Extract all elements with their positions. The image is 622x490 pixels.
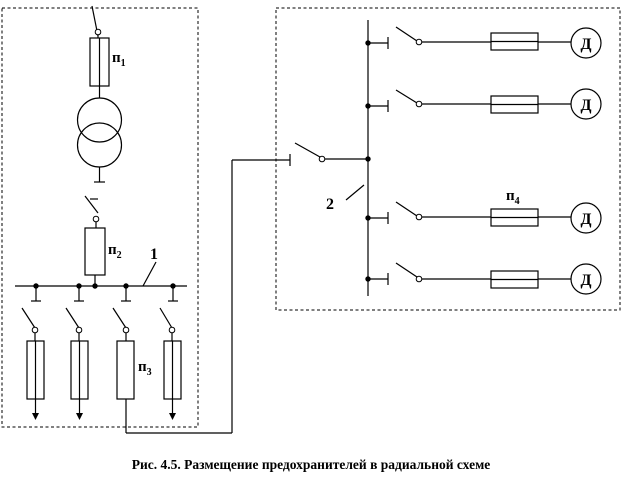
busbar-2-label: 2 bbox=[326, 196, 334, 213]
incoming-feeder bbox=[84, 195, 106, 286]
motor-branch-3: Д bbox=[368, 201, 602, 234]
right-distribution-border bbox=[275, 7, 621, 311]
motor-4 bbox=[570, 263, 602, 295]
figure-caption: Рис. 4.5. Размещение предохранителей в р… bbox=[132, 457, 491, 472]
motor-1-label: Д bbox=[580, 36, 591, 53]
outgoing-feeder-2 bbox=[65, 286, 89, 420]
motor-3-label: Д bbox=[580, 211, 591, 228]
transformer-secondary-winding bbox=[76, 122, 123, 168]
outgoing-feeder-4 bbox=[159, 286, 182, 420]
transformer-feeder bbox=[76, 5, 123, 183]
motor-branch-1: Д bbox=[368, 26, 602, 59]
fuse-p2-label: п2 bbox=[108, 242, 122, 261]
motor-4-label: Д bbox=[580, 272, 591, 289]
outgoing-feeder-3 bbox=[112, 286, 232, 434]
fuse-p3-label: п3 bbox=[138, 359, 152, 378]
motor-branch-2: Д bbox=[368, 88, 602, 120]
motor-3 bbox=[570, 202, 602, 234]
outgoing-feeder-1 bbox=[21, 286, 45, 420]
fuse-p1-label: п1 bbox=[112, 50, 126, 69]
motor-2 bbox=[570, 88, 602, 120]
motor-2-label: Д bbox=[580, 97, 591, 114]
left-switchboard-border bbox=[1, 7, 199, 428]
transformer-primary-winding bbox=[76, 97, 123, 143]
motor-1 bbox=[570, 27, 602, 59]
interconnect-cable bbox=[231, 142, 371, 433]
fuse-p4-label: п4 bbox=[506, 188, 520, 207]
fuse-p3 bbox=[116, 340, 135, 400]
busbar-1 bbox=[15, 283, 187, 289]
fuse-p2 bbox=[84, 227, 106, 276]
busbar-1-label: 1 bbox=[150, 246, 158, 263]
motor-branch-4: Д bbox=[368, 262, 602, 295]
